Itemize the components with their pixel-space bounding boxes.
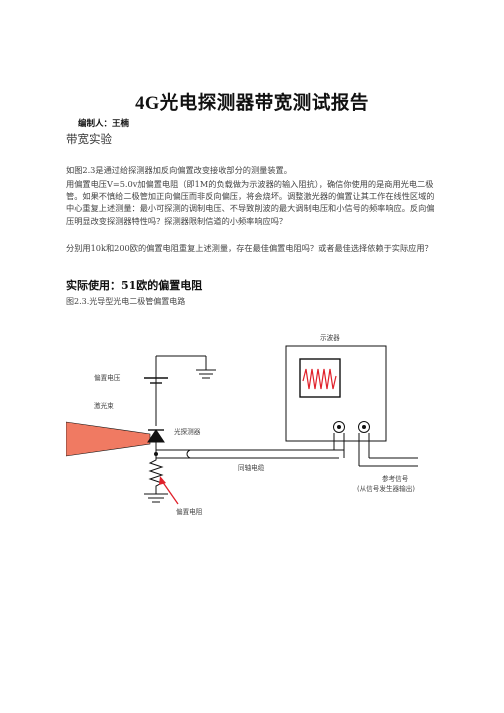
coax-cable: [156, 433, 345, 459]
figure-caption: 图2.3.光导型光电二极管偏置电路: [66, 297, 186, 306]
page-title: 4G光电探测器带宽测试报告: [135, 94, 369, 114]
oscilloscope-body: [285, 345, 387, 442]
section-heading: 带宽实验: [66, 132, 112, 146]
oscilloscope-screen: [299, 358, 341, 398]
subheading: 实际使用：51欧的偏置电阻: [66, 279, 203, 292]
laser-beam: [66, 421, 151, 457]
bias-circuit-diagram: 示波器 偏置电压 激光束 光探测器: [66, 333, 418, 516]
bias-resistor-pointer: [161, 480, 179, 505]
paragraph-2: 用偏置电压V=5.0v加偏置电阻（即1M的负载做为示波器的输入阻抗），确信你使用…: [66, 179, 435, 226]
photodiode: [147, 416, 165, 454]
oscilloscope: 示波器: [285, 333, 387, 442]
laser-label: 激光束: [94, 401, 114, 410]
bias-resistor-label: 偏置电阻: [176, 507, 203, 516]
bias-voltage-label: 偏置电压: [94, 373, 121, 382]
author-line: 编制人：王楠: [78, 119, 130, 129]
paragraph-3: 分别用10k和200欧的偏置电阻重复上述测量，存在最佳偏置电阻吗？或者最佳选择依…: [66, 243, 433, 253]
bias-resistor: [144, 454, 168, 503]
detector-label: 光探测器: [174, 427, 201, 436]
paragraph-1: 如图2.3是通过给探测器加反向偏置改变接收部分的测量装置。: [66, 165, 292, 175]
pointer-arrowhead: [159, 476, 166, 485]
reference-sub-label: (从信号发生器输出): [357, 484, 415, 493]
reference-cable: [358, 433, 418, 467]
coax-label: 同轴电缆: [238, 463, 265, 472]
reference-label: 参考信号: [382, 474, 409, 483]
scope-waveform: [302, 368, 337, 390]
bias-source: [144, 355, 216, 416]
oscilloscope-label: 示波器: [320, 333, 340, 342]
